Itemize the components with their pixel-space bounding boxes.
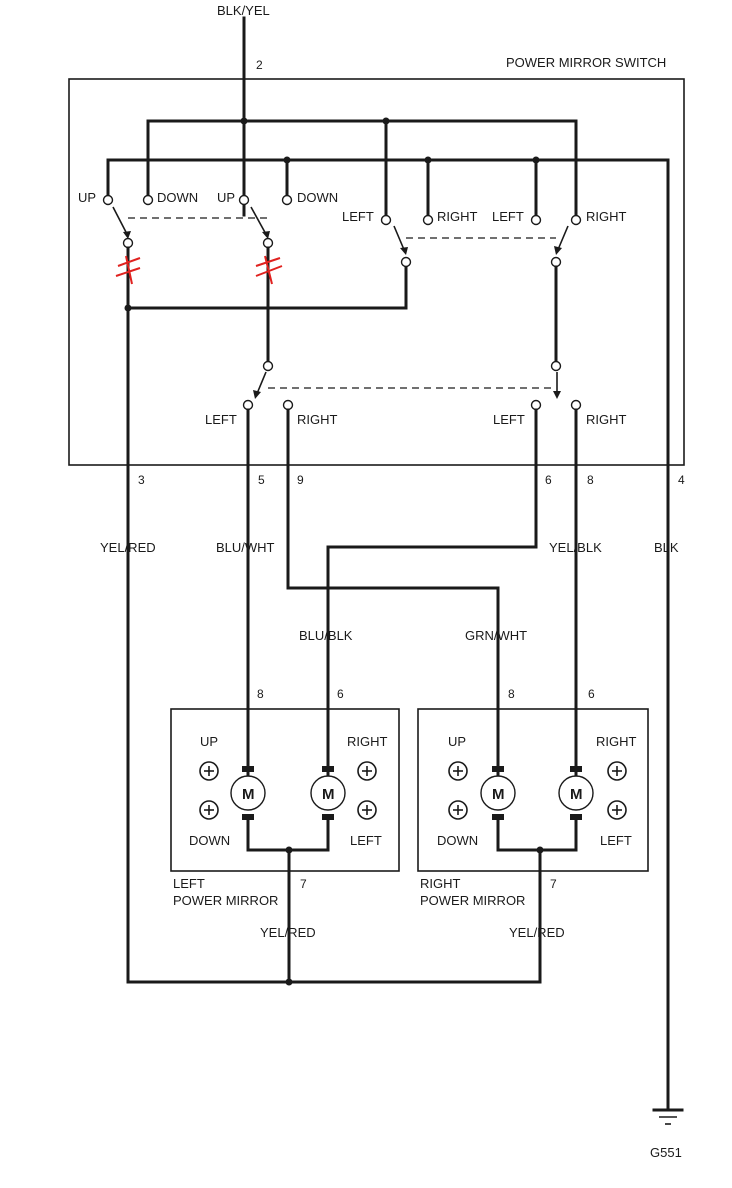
plus-icon xyxy=(357,761,377,781)
junction xyxy=(382,117,390,125)
right-mirror-name-2: POWER MIRROR xyxy=(420,893,525,908)
svg-text:M: M xyxy=(570,786,583,803)
label-left2: LEFT xyxy=(492,209,524,224)
junction xyxy=(283,156,291,164)
terminal-sel-right2 xyxy=(570,399,582,411)
pin-label-5: 5 xyxy=(258,473,265,487)
wire-label-blu-blk: BLU/BLK xyxy=(299,628,353,643)
plus-icon xyxy=(199,761,219,781)
selector-contact-left xyxy=(262,360,274,372)
label-up2: UP xyxy=(217,190,235,205)
right-mirror-label-up: UP xyxy=(448,734,466,749)
motor-icon: M xyxy=(310,766,346,820)
terminal-sel-right1 xyxy=(282,399,294,411)
left-mirror-label-down: DOWN xyxy=(189,833,230,848)
selector-contact-right xyxy=(550,360,562,372)
plus-icon xyxy=(607,761,627,781)
terminal-left2 xyxy=(530,214,542,226)
junction xyxy=(424,156,432,164)
terminal-right2 xyxy=(570,214,582,226)
right-mirror-pin6: 6 xyxy=(588,687,595,701)
left-mirror-name-2: POWER MIRROR xyxy=(173,893,278,908)
terminal-left1 xyxy=(380,214,392,226)
label-down2: DOWN xyxy=(297,190,338,205)
terminal-sel-left1 xyxy=(242,399,254,411)
label-sel-left2: LEFT xyxy=(493,412,525,427)
terminal-down1 xyxy=(142,194,154,206)
junction xyxy=(532,156,540,164)
label-left1: LEFT xyxy=(342,209,374,224)
wire-grn-wht xyxy=(286,408,500,777)
red-annotation-1 xyxy=(115,255,141,285)
right-mirror-pin7: 7 xyxy=(550,877,557,891)
terminal-right1 xyxy=(422,214,434,226)
wire-label-pin5: BLU/WHT xyxy=(216,540,275,555)
plus-icon xyxy=(448,800,468,820)
switch-title: POWER MIRROR SWITCH xyxy=(506,55,666,70)
label-sel-left1: LEFT xyxy=(205,412,237,427)
label-right2: RIGHT xyxy=(586,209,627,224)
svg-text:M: M xyxy=(242,786,255,803)
switch-contact-4 xyxy=(550,256,562,268)
right-mirror-label-down: DOWN xyxy=(437,833,478,848)
plus-icon xyxy=(448,761,468,781)
terminal-up1 xyxy=(102,194,114,206)
junction xyxy=(240,117,248,125)
label-up1: UP xyxy=(78,190,96,205)
switch-contact-2 xyxy=(262,237,274,249)
right-mirror-pin8: 8 xyxy=(508,687,515,701)
plus-icon xyxy=(199,800,219,820)
right-mirror-label-right: RIGHT xyxy=(596,734,637,749)
left-mirror-label-right: RIGHT xyxy=(347,734,388,749)
red-annotation-2 xyxy=(255,255,283,285)
left-mirror-label-up: UP xyxy=(200,734,218,749)
wire-blu-blk xyxy=(326,408,538,777)
right-mirror-label-left: LEFT xyxy=(600,833,632,848)
wire-label-pin6: YEL/BLK xyxy=(549,540,602,555)
terminal-sel-left2 xyxy=(530,399,542,411)
pin-label-6: 6 xyxy=(545,473,552,487)
pin-label-2: 2 xyxy=(256,58,263,72)
wire-label-feed: BLK/YEL xyxy=(217,3,270,18)
junction xyxy=(285,978,293,986)
right-mirror-box xyxy=(417,708,649,872)
wire-label-right-common: YEL/RED xyxy=(509,925,565,940)
label-sel-right1: RIGHT xyxy=(297,412,338,427)
ground-label: G551 xyxy=(650,1145,682,1160)
label-right1: RIGHT xyxy=(437,209,478,224)
left-mirror-pin8: 8 xyxy=(257,687,264,701)
terminal-down2 xyxy=(281,194,293,206)
plus-icon xyxy=(607,800,627,820)
junction xyxy=(285,846,293,854)
wire-label-left-common: YEL/RED xyxy=(260,925,316,940)
pin-label-3: 3 xyxy=(138,473,145,487)
pin-label-9: 9 xyxy=(297,473,304,487)
left-mirror-box xyxy=(170,708,400,872)
svg-text:M: M xyxy=(322,786,335,803)
plus-icon xyxy=(357,800,377,820)
motor-icon: M xyxy=(230,766,266,820)
left-mirror-name-1: LEFT xyxy=(173,876,205,891)
terminal-up2 xyxy=(238,194,250,206)
junction xyxy=(536,846,544,854)
switch-box xyxy=(68,78,685,466)
motor-icon: M xyxy=(480,766,516,820)
left-mirror-pin7: 7 xyxy=(300,877,307,891)
right-mirror-name-1: RIGHT xyxy=(420,876,461,891)
left-mirror-label-left: LEFT xyxy=(350,833,382,848)
motor-icon: M xyxy=(558,766,594,820)
svg-text:M: M xyxy=(492,786,505,803)
wire-label-grn-wht: GRN/WHT xyxy=(465,628,527,643)
label-sel-right2: RIGHT xyxy=(586,412,627,427)
switch-contact-3 xyxy=(400,256,412,268)
switch-contact-1 xyxy=(122,237,134,249)
wire-label-pin4: BLK xyxy=(654,540,679,555)
wire-label-pin3: YEL/RED xyxy=(100,540,156,555)
pin-label-8: 8 xyxy=(587,473,594,487)
ground-icon xyxy=(652,1108,684,1125)
left-mirror-pin6: 6 xyxy=(337,687,344,701)
label-down1: DOWN xyxy=(157,190,198,205)
pin-label-4: 4 xyxy=(678,473,685,487)
